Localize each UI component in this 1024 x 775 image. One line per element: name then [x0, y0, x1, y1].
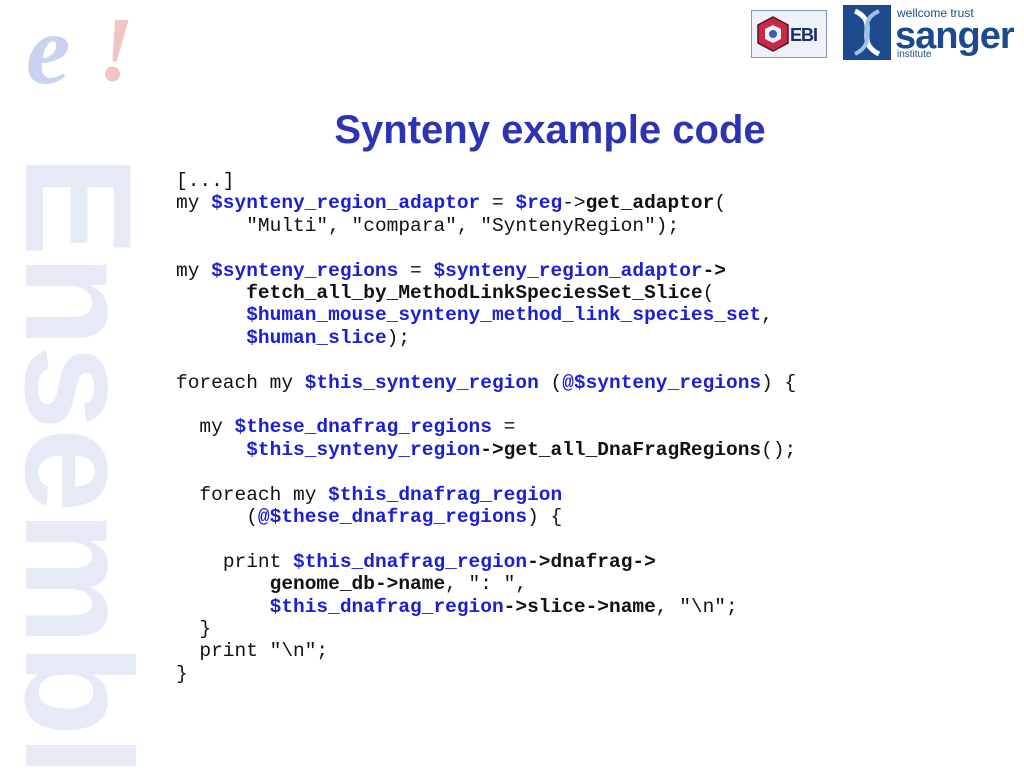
code-text: foreach my: [199, 483, 329, 506]
sanger-line1: wellcome trust: [897, 6, 974, 20]
code-method: genome_db->name: [269, 573, 446, 596]
code-text: , ": ",: [445, 573, 528, 596]
code-line: foreach my $this_synteny_region (@$synte…: [176, 372, 796, 394]
code-line: fetch_all_by_MethodLinkSpeciesSet_Slice(: [176, 282, 796, 304]
ebi-logo: EBI: [751, 10, 827, 58]
code-variable: $this_dnafrag_region: [328, 483, 563, 506]
code-text: }: [176, 662, 188, 685]
code-text: =: [480, 192, 516, 215]
code-variable: $human_slice: [246, 326, 387, 349]
code-text: (: [702, 282, 715, 305]
code-variable: @$these_dnafrag_regions: [257, 506, 528, 529]
brand-exclamation: !: [98, 0, 134, 100]
code-text: (: [246, 506, 258, 529]
code-line: "Multi", "compara", "SyntenyRegion");: [176, 215, 796, 237]
code-block: [...]my $synteny_region_adaptor = $reg->…: [176, 170, 796, 685]
code-text: "Multi", "compara", "SyntenyRegion");: [246, 214, 680, 237]
code-line: $human_slice);: [176, 327, 796, 349]
code-text: , "\n";: [655, 595, 738, 618]
code-text: );: [386, 326, 411, 349]
code-text: (: [714, 192, 727, 215]
code-text: ,: [761, 304, 773, 327]
code-line: my $synteny_regions = $synteny_region_ad…: [176, 260, 796, 282]
code-variable: @$synteny_regions: [562, 371, 762, 394]
code-variable: $this_synteny_region: [304, 371, 539, 394]
code-text: }: [199, 618, 212, 641]
code-line: }: [176, 663, 796, 685]
code-method: ->: [702, 259, 727, 282]
code-line: $this_synteny_region->get_all_DnaFragReg…: [176, 439, 796, 461]
ebi-logo-text: EBI: [790, 25, 818, 45]
code-variable: $reg: [515, 192, 563, 215]
code-text: ) {: [527, 506, 563, 529]
code-variable: $synteny_regions: [211, 259, 399, 282]
code-line: $human_mouse_synteny_method_link_species…: [176, 304, 796, 326]
code-text: ();: [761, 438, 797, 461]
code-method: get_adaptor: [585, 192, 715, 215]
code-line: [176, 349, 796, 371]
code-method: ->get_all_DnaFragRegions: [480, 438, 762, 461]
code-text: ->: [562, 192, 586, 215]
code-variable: $this_synteny_region: [246, 438, 481, 461]
ensembl-e-logo: e !: [22, 0, 142, 110]
ebi-hex-icon: [757, 16, 789, 52]
code-text: my: [176, 259, 212, 282]
sanger-line3: institute: [897, 49, 932, 60]
code-text: foreach my: [176, 371, 305, 394]
code-line: (@$these_dnafrag_regions) {: [176, 506, 796, 528]
code-line: [...]: [176, 170, 796, 192]
code-line: genome_db->name, ": ",: [176, 573, 796, 595]
sanger-helix-icon: [843, 5, 891, 60]
sanger-logo: wellcome trust sanger institute: [843, 5, 1018, 61]
code-text: my: [176, 192, 212, 215]
code-text: (: [538, 371, 563, 394]
code-variable: $this_dnafrag_region: [269, 595, 504, 618]
code-method: ->slice->name: [503, 595, 656, 618]
code-line: foreach my $this_dnafrag_region: [176, 484, 796, 506]
code-line: my $synteny_region_adaptor = $reg->get_a…: [176, 192, 796, 214]
code-method: fetch_all_by_MethodLinkSpeciesSet_Slice: [246, 282, 703, 305]
code-text: print "\n";: [199, 640, 329, 663]
code-line: [176, 394, 796, 416]
code-text: print: [222, 550, 294, 573]
code-line: [176, 528, 796, 550]
code-variable: $these_dnafrag_regions: [234, 416, 492, 439]
ensembl-watermark: Ensembl: [0, 155, 163, 775]
code-text: [...]: [176, 170, 235, 192]
code-method: ->dnafrag->: [527, 550, 656, 573]
code-line: [176, 237, 796, 259]
code-text: =: [398, 259, 434, 282]
code-line: print $this_dnafrag_region->dnafrag->: [176, 551, 796, 573]
code-line: [176, 461, 796, 483]
code-variable: $synteny_region_adaptor: [433, 259, 703, 282]
code-text: =: [491, 416, 516, 439]
code-variable: $this_dnafrag_region: [293, 550, 528, 573]
sanger-line2: sanger: [895, 15, 1015, 57]
slide-title: Synteny example code: [334, 108, 766, 152]
code-line: }: [176, 618, 796, 640]
code-text: ) {: [761, 371, 797, 394]
brand-e-letter: e: [26, 0, 71, 105]
code-line: my $these_dnafrag_regions =: [176, 416, 796, 438]
code-variable: $synteny_region_adaptor: [211, 192, 481, 215]
code-variable: $human_mouse_synteny_method_link_species…: [246, 304, 762, 327]
code-line: $this_dnafrag_region->slice->name, "\n";: [176, 596, 796, 618]
code-text: my: [199, 416, 235, 439]
code-line: print "\n";: [176, 640, 796, 662]
